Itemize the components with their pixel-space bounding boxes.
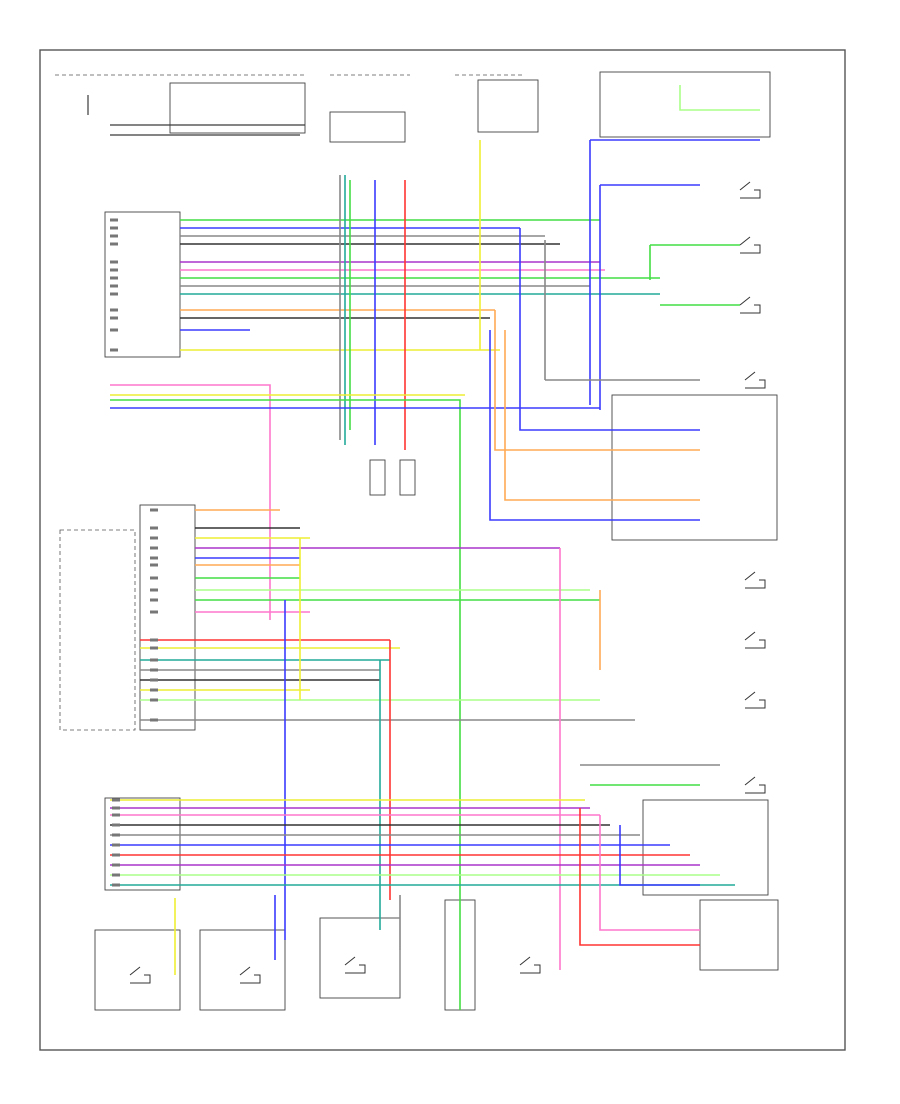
pin-marker-cu-15 [150,678,158,682]
lower-wire-blue-drop [619,825,700,886]
lamp-left [369,459,386,496]
switch-symbol-right-3 [739,296,761,314]
switch-symbol-bottom-4 [519,956,541,974]
switch-assembly-upper-right [611,394,778,541]
switch-symbol-right-8 [744,776,766,794]
pin-marker-upper-1 [110,218,118,222]
switch-symbol-bottom-3 [344,956,366,974]
pin-marker-cu-16 [150,688,158,692]
fuse-relay-box-right [477,79,539,133]
block-wire-pink [110,384,271,620]
control-unit-connector-lower [104,797,181,891]
wire-layer [110,85,760,1010]
pin-marker-upper-4 [110,242,118,246]
pin-marker-cu-6 [150,563,158,567]
feed-wire-green-top [679,85,760,111]
pin-marker-upper-3 [110,234,118,238]
pin-marker-cu-11 [150,638,158,642]
pin-marker-upper-5 [110,260,118,264]
pin-marker-cu-13 [150,658,158,662]
pin-marker-lower-8 [112,863,120,867]
fuse-relay-box-center [329,111,406,143]
pin-marker-cu-1 [150,508,158,512]
pin-marker-upper-2 [110,226,118,230]
pin-marker-cu-10 [150,610,158,614]
pin-marker-lower-9 [112,873,120,877]
pin-marker-upper-10 [110,308,118,312]
control-unit-connector-upper [104,211,181,358]
pin-marker-lower-4 [112,823,120,827]
pin-marker-cu-9 [150,598,158,602]
pin-marker-upper-12 [110,328,118,332]
switch-symbol-right-2 [739,236,761,254]
control-unit-pin-block [139,504,196,731]
pin-marker-upper-6 [110,268,118,272]
switch-symbol-bottom-1 [129,966,151,984]
switch-symbol-right-1 [739,181,761,199]
switch-box-bottom-2 [199,929,286,1011]
switch-symbol-right-7 [744,691,766,709]
fuse-relay-box-left [169,82,306,134]
pin-marker-cu-2 [150,526,158,530]
diagram-frame [39,49,846,1051]
block-wire-orange-2 [504,330,700,501]
switch-box-bottom-3 [319,917,401,999]
switch-assembly-bottom-right [699,899,779,971]
pin-marker-lower-2 [112,806,120,810]
pin-marker-cu-3 [150,536,158,540]
relay-unit-top-right [599,71,771,138]
pin-marker-cu-7 [150,576,158,580]
pin-marker-lower-6 [112,843,120,847]
pin-marker-cu-12 [150,646,158,650]
pin-marker-cu-5 [150,556,158,560]
switch-assembly-lower-right [642,799,769,896]
switch-box-bottom-1 [94,929,181,1011]
pin-marker-upper-13 [110,348,118,352]
switch-symbol-right-4 [744,371,766,389]
feed-wire-green-2 [649,244,740,280]
pin-marker-upper-11 [110,316,118,320]
switch-symbol-right-6 [744,631,766,649]
pin-marker-lower-3 [112,813,120,817]
block-wire-blue-3 [489,330,700,521]
switch-symbol-right-5 [744,571,766,589]
pin-marker-lower-5 [112,833,120,837]
pin-marker-lower-7 [112,853,120,857]
pin-marker-lower-1 [112,798,120,802]
pin-marker-cu-14 [150,668,158,672]
pin-marker-upper-9 [110,292,118,296]
pin-marker-cu-17 [150,698,158,702]
switch-symbol-bottom-2 [239,966,261,984]
block-wire-green [110,399,461,1010]
pin-marker-upper-8 [110,284,118,288]
pin-marker-cu-4 [150,546,158,550]
switch-symbol-layer [129,181,766,984]
feed-wire-blue-top [589,139,760,405]
pin-marker-upper-7 [110,276,118,280]
feed-wire-blue-2 [599,184,700,410]
block-wire-blue-low [519,228,700,431]
block-wire-orange [494,310,700,451]
pin-marker-lower-10 [112,883,120,887]
lower-wire-pink-drop [599,815,700,931]
lamp-right [399,459,416,496]
pin-marker-cu-18 [150,718,158,722]
pin-marker-cu-8 [150,588,158,592]
control-unit-body [59,529,136,731]
feed-wire-gray-2 [544,240,700,381]
lower-wire-red-drop [579,808,700,946]
ground-feed-wires [110,124,305,136]
pin-label-layer [110,218,158,887]
